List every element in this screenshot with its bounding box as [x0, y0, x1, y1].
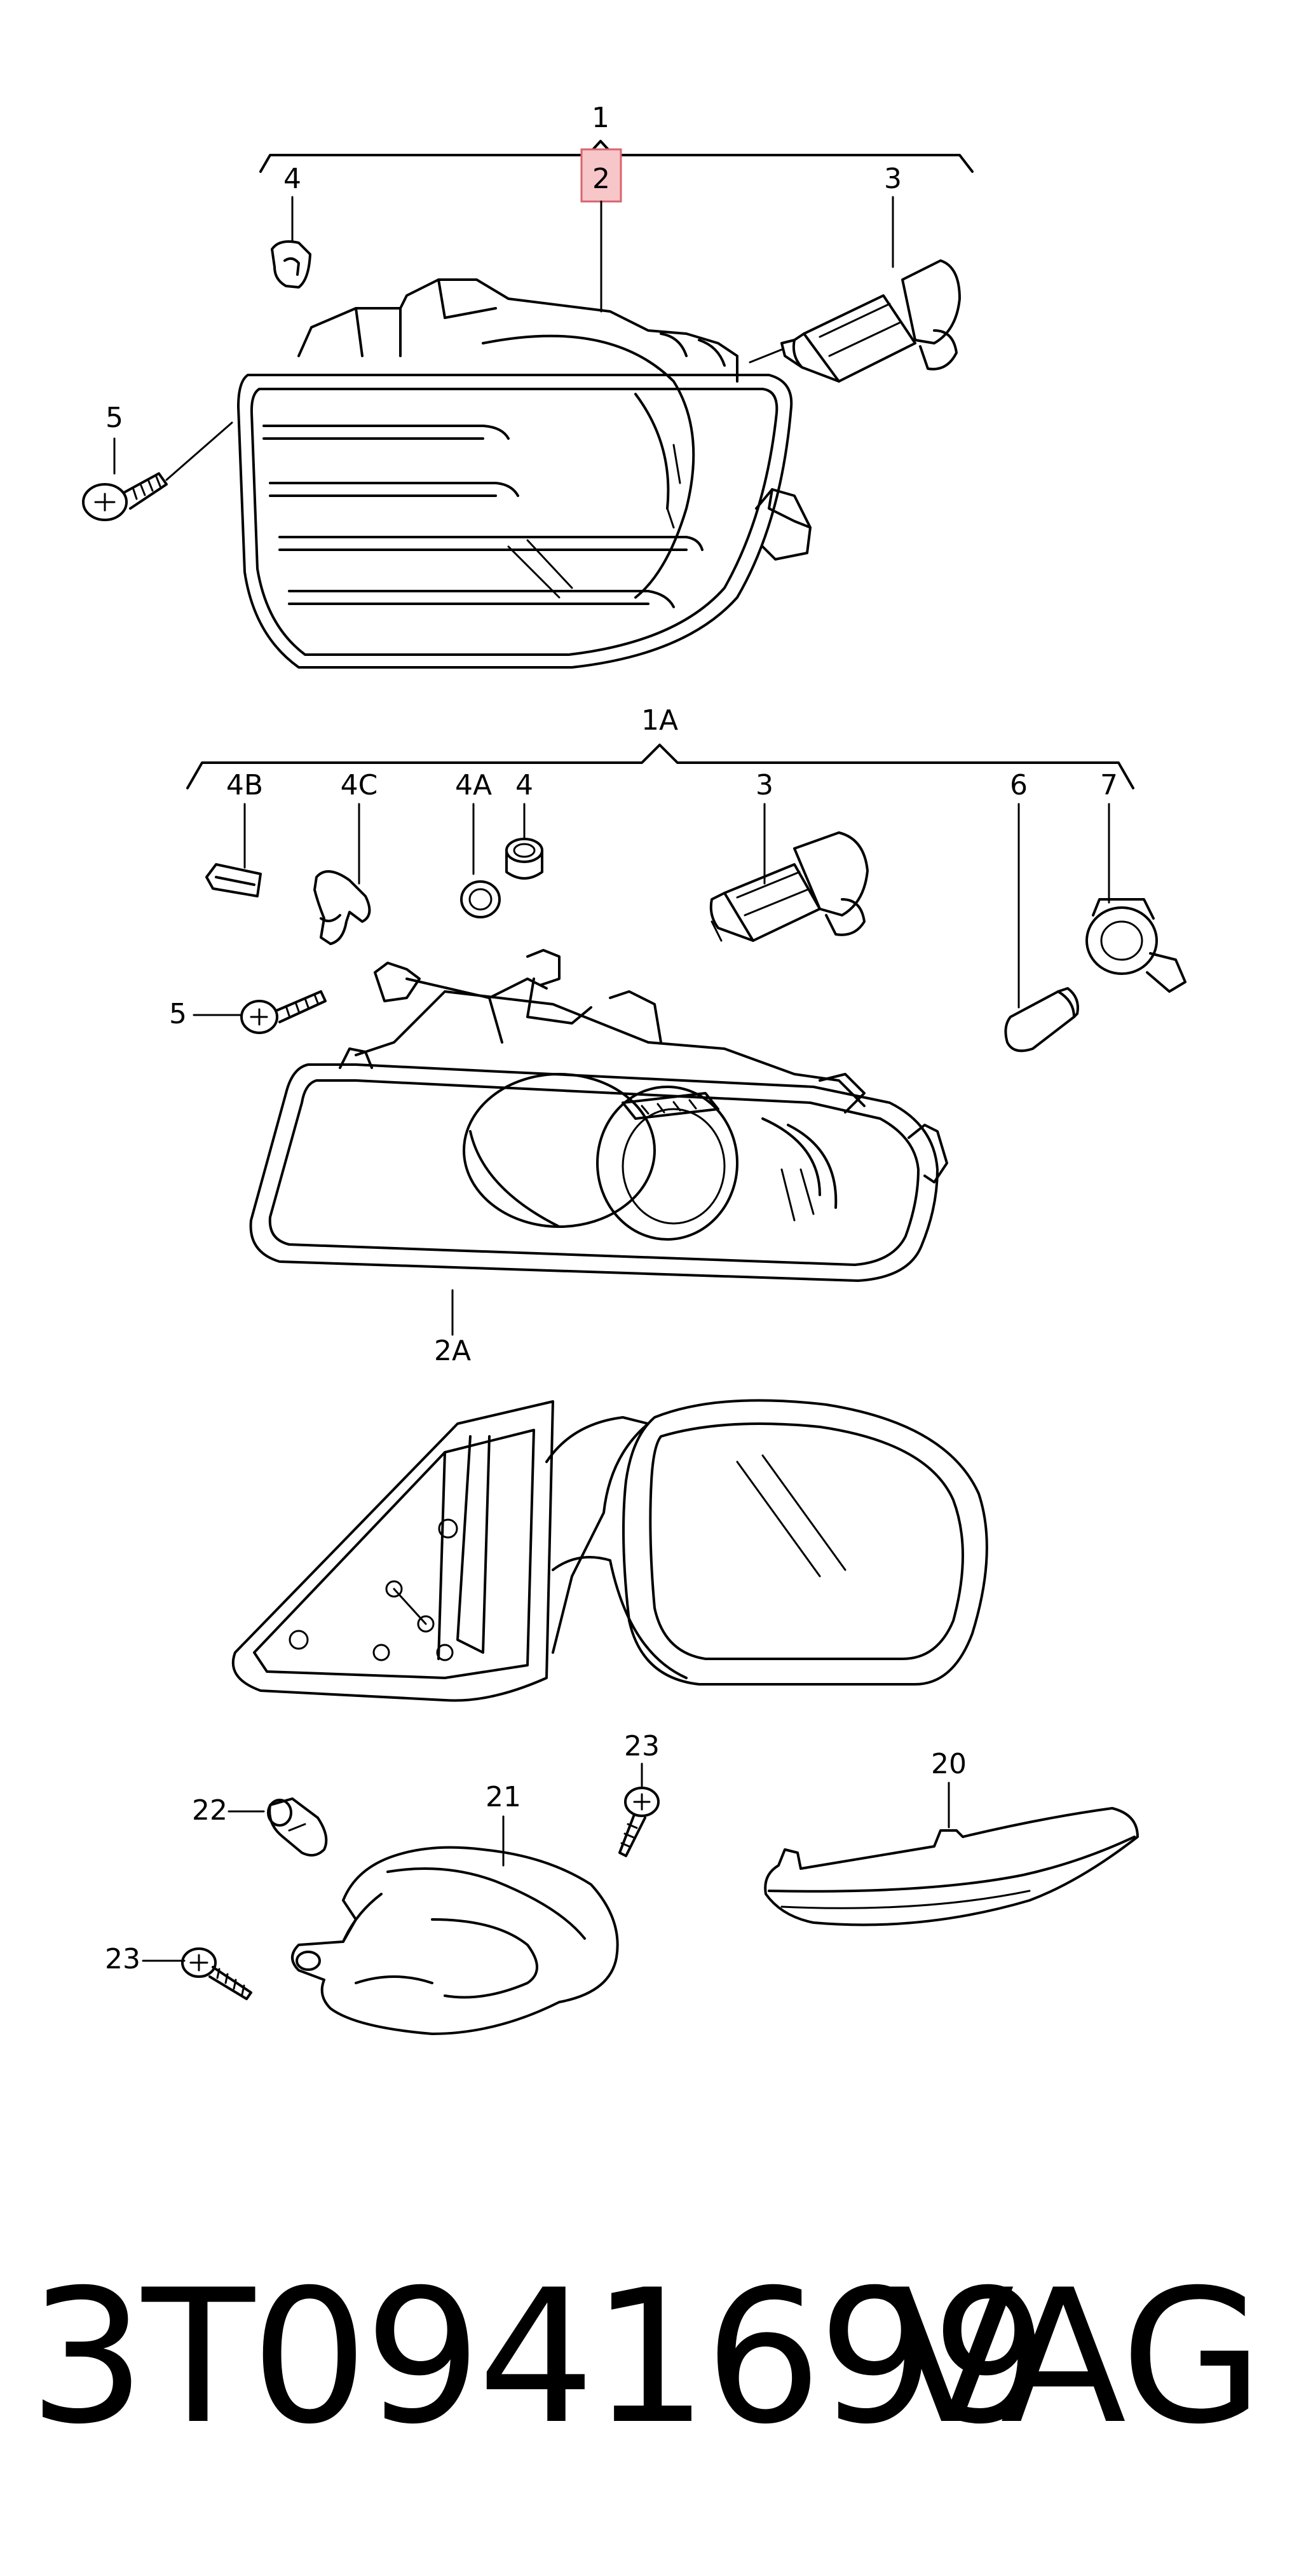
- socket-7-icon: [1085, 898, 1187, 993]
- label-clip-4b[interactable]: 4B: [226, 769, 263, 801]
- label-lamp-2a[interactable]: 2A: [434, 1335, 471, 1367]
- clip-4-icon: [271, 240, 311, 289]
- lamp-22-icon: [267, 1797, 328, 1857]
- cover-21-icon: [291, 1846, 619, 2035]
- trim-20-icon: [764, 1807, 1139, 1926]
- label-clip-4-second[interactable]: 4: [515, 769, 533, 801]
- bulb-6-icon: [1004, 987, 1079, 1053]
- assembly-1-group: 1 2 4 3 5: [82, 102, 974, 669]
- assembly-1-bracket: [259, 140, 974, 173]
- assembly-1a-bracket: [186, 744, 1134, 789]
- label-screw-23-left[interactable]: 23: [105, 1943, 140, 1975]
- brand-text: VAG: [888, 2251, 1263, 2465]
- label-lamp-22[interactable]: 22: [192, 1794, 228, 1827]
- screw-23-left-icon: [181, 1947, 252, 2000]
- label-clip-4[interactable]: 4: [283, 163, 301, 195]
- label-connector-4c[interactable]: 4C: [341, 769, 378, 801]
- label-lamp-2[interactable]: 2: [592, 163, 610, 195]
- fog-lamp-2-drawing: [237, 278, 812, 669]
- bulb-3-second-icon: [709, 831, 869, 942]
- part-number-text: 3T0941699: [29, 2251, 1049, 2465]
- fog-lamp-2a-drawing: [249, 949, 948, 1282]
- bulb-3-icon: [749, 259, 961, 383]
- clip-4b-icon: [205, 863, 262, 897]
- label-assembly-1a[interactable]: 1A: [641, 704, 678, 737]
- assembly-1a-group: 1A 4B 4C 4A 4 3: [169, 704, 1187, 1367]
- label-assembly-1[interactable]: 1: [592, 102, 609, 134]
- label-screw-5[interactable]: 5: [105, 402, 123, 434]
- label-bulb-3[interactable]: 3: [884, 163, 902, 195]
- mirror-parts-group: 23 20 21 22: [105, 1730, 1139, 2035]
- footer-bar: 3T0941699 VAG: [0, 2263, 1299, 2453]
- screw-5-second-icon: [240, 990, 327, 1034]
- label-bulb-6[interactable]: 6: [1010, 769, 1028, 801]
- label-socket-7[interactable]: 7: [1100, 769, 1118, 801]
- screw-23-top-icon: [618, 1787, 660, 1857]
- clip-4-second-icon: [505, 838, 543, 880]
- label-seal-4a[interactable]: 4A: [455, 769, 492, 801]
- side-mirror-drawing: [231, 1399, 988, 1702]
- screw-5-icon: [82, 421, 233, 521]
- exploded-parts-diagram: 1 2 4 3 5: [82, 102, 1187, 2035]
- label-bulb-3-second[interactable]: 3: [756, 769, 773, 801]
- label-trim-20[interactable]: 20: [931, 1748, 967, 1780]
- label-cover-21[interactable]: 21: [486, 1781, 521, 1813]
- label-screw-5-second[interactable]: 5: [169, 998, 187, 1030]
- label-screw-23-top[interactable]: 23: [624, 1730, 660, 1762]
- seal-4a-icon: [460, 880, 501, 918]
- connector-4c-icon: [313, 870, 371, 945]
